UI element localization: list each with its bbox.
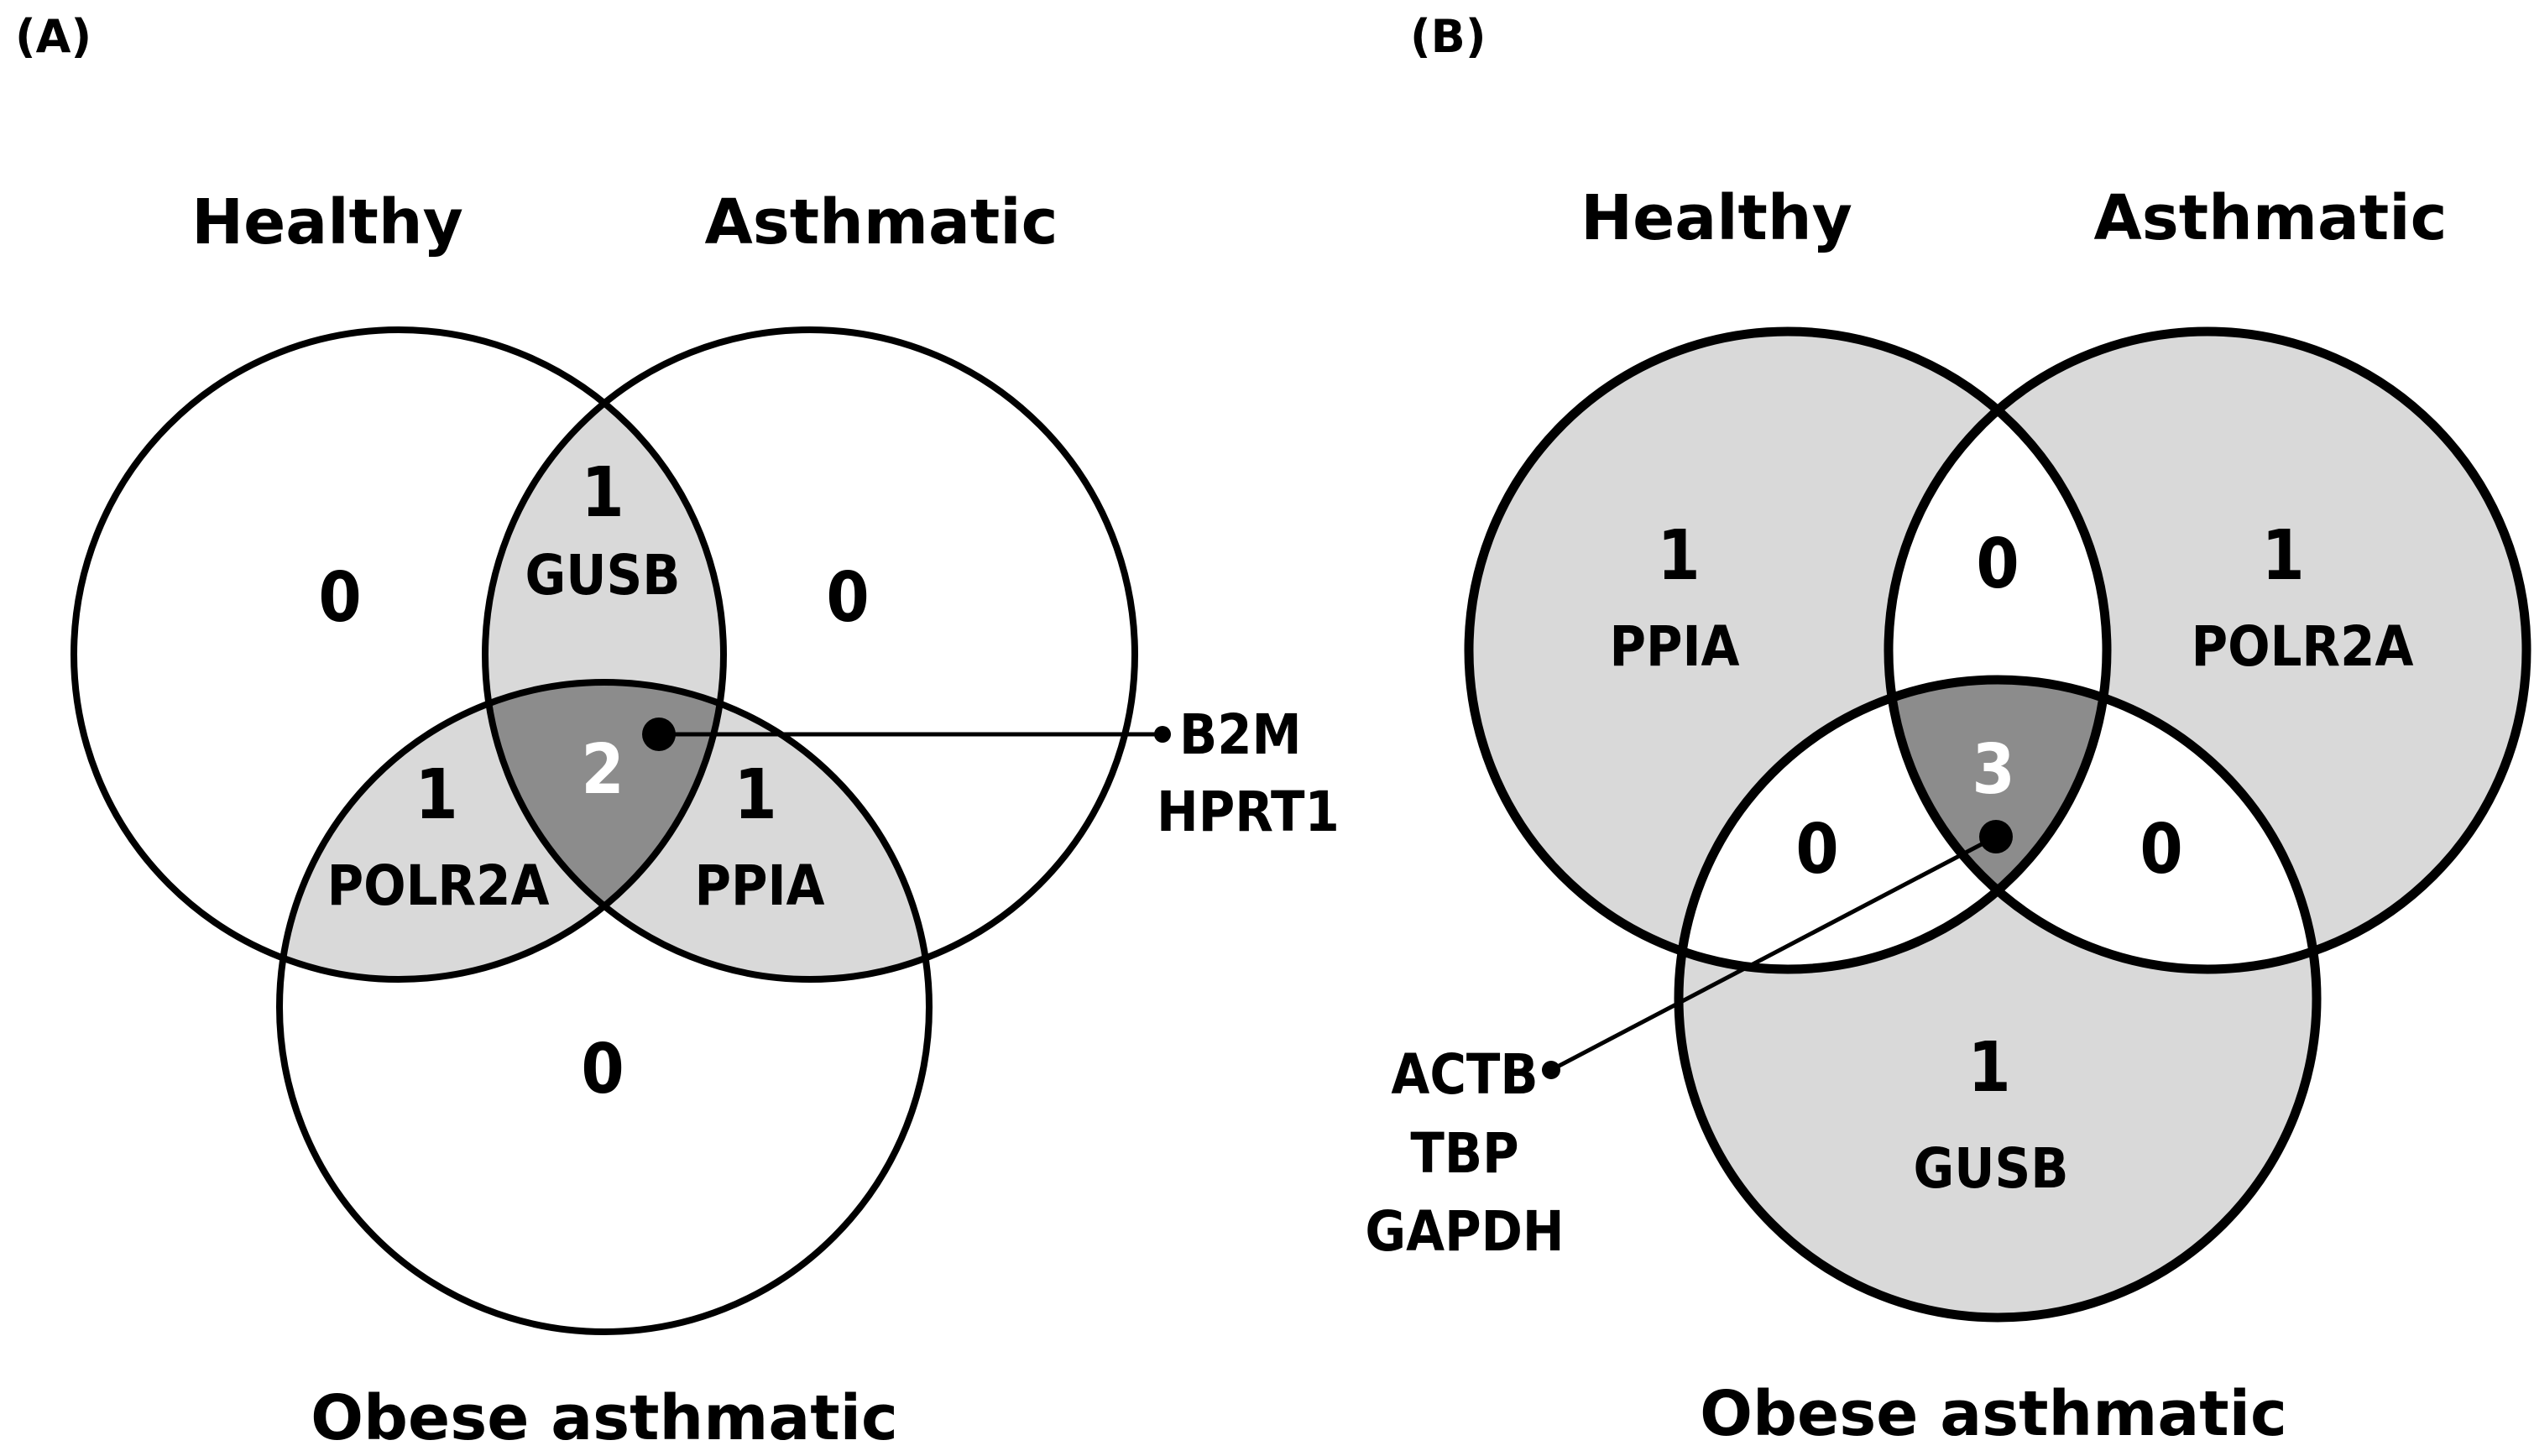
panel-a-obese-label: Obese asthmatic <box>311 1382 898 1454</box>
panel-b-label: (B) <box>1410 10 1486 63</box>
panel-b-all-count: 3 <box>1972 730 2014 810</box>
panel-a-healthy-only-count: 0 <box>318 558 361 638</box>
panel-a-callout-dot <box>642 718 676 751</box>
panel-b-healthy-asthmatic-count: 0 <box>1976 524 2019 604</box>
panel-a-asthmatic-label: Asthmatic <box>704 186 1058 258</box>
panel-b-callout-gene-2: TBP <box>1410 1121 1518 1186</box>
panel-b-obese-only-count: 1 <box>1967 1028 2010 1108</box>
panel-b-asthmatic-only-count: 1 <box>2261 516 2304 596</box>
panel-b-obese-label: Obese asthmatic <box>1700 1378 2287 1450</box>
panel-b-obese-only-genes: GUSB <box>1914 1136 2069 1201</box>
panel-b-healthy-only-count: 1 <box>1657 516 1700 596</box>
panel-a-callout-gene-1: B2M <box>1179 702 1302 767</box>
panel-b-asthmatic-label: Asthmatic <box>2093 182 2447 254</box>
panel-a-obese-only-count: 0 <box>581 1030 624 1109</box>
panel-b-callout-end-dot <box>1542 1061 1560 1079</box>
panel-b: (B) Healthy Asthmatic Obese asthmatic 1 … <box>1365 10 2531 1450</box>
panel-a: (A) Healthy Asthmatic Obese asthmatic 0 … <box>15 10 1340 1454</box>
panel-b-healthy-obese-count: 0 <box>1795 810 1838 890</box>
panel-b-obese-circle <box>1674 675 2322 1323</box>
panel-a-asthmatic-circle <box>482 326 1138 983</box>
panel-b-callout-dot <box>1979 820 2013 853</box>
panel-b-healthy-only-genes: PPIA <box>1609 614 1739 679</box>
panel-b-asthmatic-obese-count: 0 <box>2140 810 2182 890</box>
panel-a-healthy-obese-count: 1 <box>415 755 457 835</box>
panel-b-healthy-label: Healthy <box>1580 182 1852 254</box>
panel-a-obese-circle <box>276 679 933 1335</box>
panel-a-healthy-obese-genes: POLR2A <box>327 853 550 918</box>
panel-b-callout-line <box>1549 834 1998 1072</box>
panel-a-healthy-asthmatic-genes: GUSB <box>525 543 681 608</box>
panel-a-healthy-label: Healthy <box>191 186 463 258</box>
panel-b-callout-gene-1: ACTB <box>1391 1042 1538 1107</box>
panel-a-healthy-circle <box>71 326 727 983</box>
panel-a-asthmatic-obese-count: 1 <box>734 755 776 835</box>
panel-a-all-count: 2 <box>581 730 624 810</box>
panel-b-asthmatic-circle <box>1884 326 2531 974</box>
panel-a-label: (A) <box>15 10 91 63</box>
panel-b-healthy-circle <box>1464 326 2112 974</box>
panel-b-asthmatic-only-genes: POLR2A <box>2192 614 2414 679</box>
panel-a-callout-end-dot <box>1154 726 1171 743</box>
panel-a-asthmatic-only-count: 0 <box>826 558 869 638</box>
panel-a-asthmatic-obese-genes: PPIA <box>694 853 824 918</box>
panel-b-callout-gene-3: GAPDH <box>1365 1199 1564 1264</box>
panel-a-region-asthmatic-obese-shade <box>485 682 929 979</box>
panel-a-healthy-asthmatic-count: 1 <box>581 453 624 533</box>
panel-a-region-healthy-obese-shade <box>280 682 724 979</box>
panel-a-callout-gene-2: HPRT1 <box>1157 780 1340 844</box>
